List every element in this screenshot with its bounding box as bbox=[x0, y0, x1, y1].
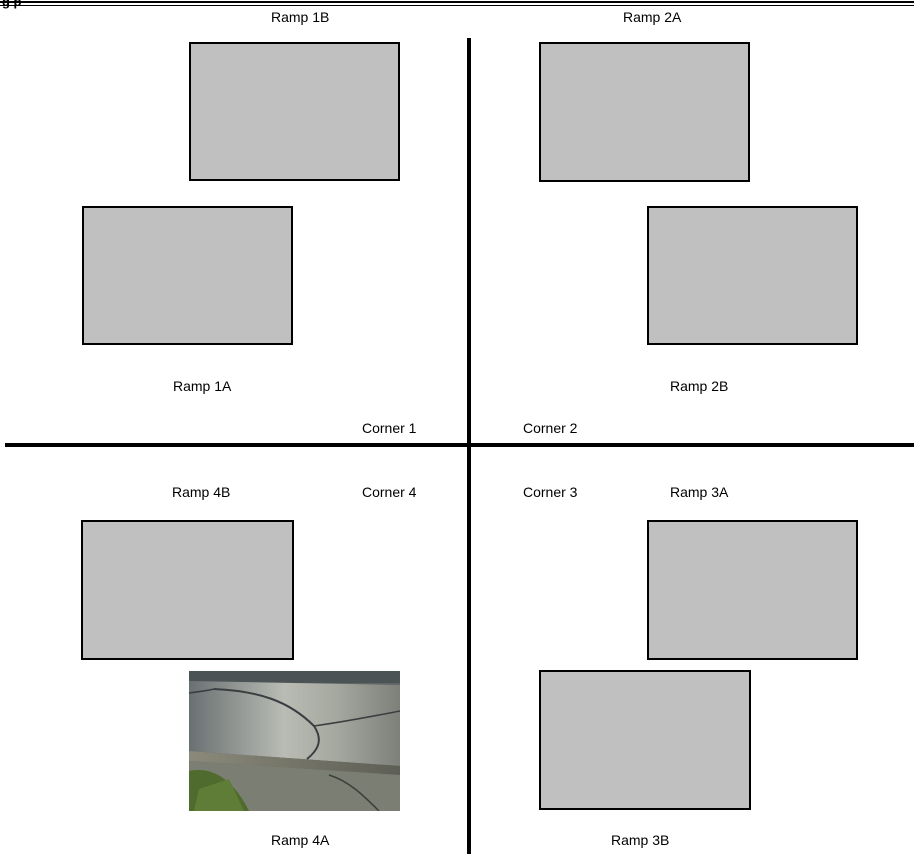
label-ramp-3b: Ramp 3B bbox=[611, 832, 669, 848]
photo-placeholder-ramp-1b bbox=[189, 42, 400, 181]
label-corner-4: Corner 4 bbox=[362, 484, 416, 500]
photo-placeholder-ramp-1a bbox=[82, 206, 293, 345]
label-ramp-2b: Ramp 2B bbox=[670, 378, 728, 394]
label-corner-3: Corner 3 bbox=[523, 484, 577, 500]
photo-placeholder-ramp-2a bbox=[539, 42, 750, 182]
photo-placeholder-ramp-2b bbox=[647, 206, 858, 345]
label-ramp-2a: Ramp 2A bbox=[623, 9, 681, 25]
label-ramp-1b: Ramp 1B bbox=[271, 9, 329, 25]
header-rule-top bbox=[0, 1, 914, 3]
horizontal-divider bbox=[5, 443, 914, 447]
label-ramp-1a: Ramp 1A bbox=[173, 378, 231, 394]
label-corner-2: Corner 2 bbox=[523, 420, 577, 436]
photo-placeholder-ramp-3b bbox=[539, 670, 751, 810]
label-ramp-4b: Ramp 4B bbox=[172, 484, 230, 500]
photo-placeholder-ramp-3a bbox=[647, 520, 858, 660]
label-ramp-3a: Ramp 3A bbox=[670, 484, 728, 500]
label-ramp-4a: Ramp 4A bbox=[271, 832, 329, 848]
photo-ramp-4a bbox=[189, 671, 400, 811]
photo-placeholder-ramp-4b bbox=[81, 520, 294, 660]
label-corner-1: Corner 1 bbox=[362, 420, 416, 436]
header-rule-bottom bbox=[0, 5, 914, 6]
